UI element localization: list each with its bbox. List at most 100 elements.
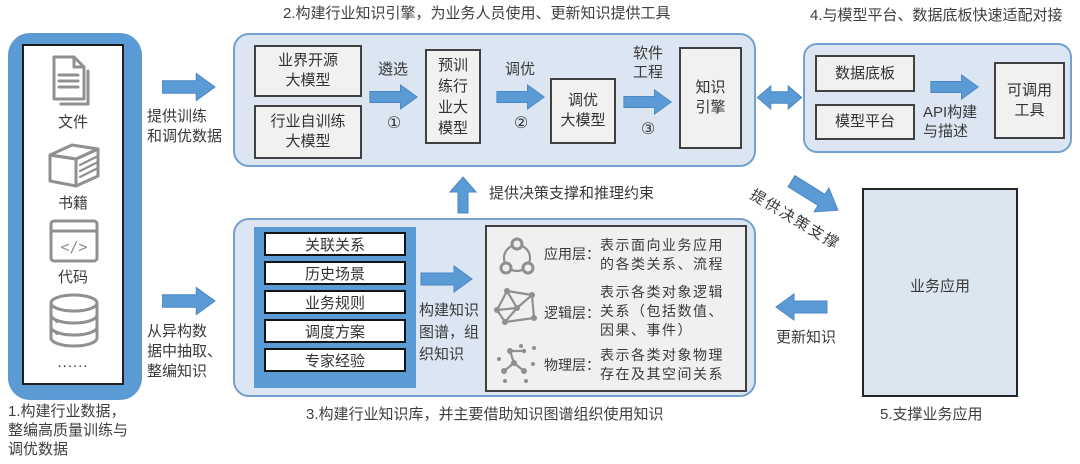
extract-label-line1: 从异构数	[147, 323, 208, 340]
decision-support-diag-arrow	[787, 175, 839, 213]
pretrain-line4: 模型	[437, 119, 468, 137]
doc-label: 文件	[57, 114, 88, 131]
software-eng-line2: 工程	[632, 64, 663, 81]
data-source-panel: 文件 书籍 </> 代码	[8, 33, 142, 400]
train-data-arrow	[162, 72, 216, 102]
code-glyph: </>	[60, 238, 87, 256]
open-model-box: 业界开源 大模型	[254, 45, 362, 97]
app-layer-name: 应用层：	[544, 246, 600, 262]
api-build-arrow	[930, 74, 980, 100]
knowledge-engine-line1: 知识	[695, 79, 726, 96]
caption-step2: 2.构建行业知识引擎，为业务人员使用、更新知识提供工具	[283, 5, 671, 22]
software-eng-line1: 软件	[632, 45, 663, 62]
api-build-line2: 与描述	[923, 123, 969, 140]
callable-tool-box: 可调用 工具	[994, 62, 1065, 139]
train-data-label-line2: 和调优数据	[147, 128, 223, 145]
train-data-label: 提供训练 和调优数据	[147, 107, 222, 147]
self-model-line2: 大模型	[285, 133, 331, 150]
api-build-line1: API构建	[923, 104, 978, 121]
logic-layer-desc-line1: 表示各类对象逻辑	[600, 284, 724, 300]
model-platform-box: 模型平台	[815, 104, 915, 140]
self-model-box: 行业自训练 大模型	[254, 105, 362, 159]
open-model-line1: 业界开源	[277, 52, 338, 69]
caption-step1-line2: 整编高质量训练与	[8, 422, 129, 439]
caption-step4: 4.与模型平台、数据底板快速适配对接	[810, 7, 1063, 24]
software-eng-label: 软件 工程	[622, 44, 674, 82]
tuned-line2: 大模型	[560, 112, 606, 129]
business-app-box: 业务应用	[862, 188, 1018, 397]
build-graph-line1: 构建知识	[419, 302, 480, 319]
books-icon	[48, 143, 100, 188]
physical-layer-desc-line1: 表示各类对象物理	[600, 347, 724, 363]
pretrain-line2: 练行	[437, 77, 468, 95]
code-icon: </>	[49, 219, 99, 263]
kb-item-schedule: 调度方案	[264, 319, 406, 343]
document-icon	[52, 55, 90, 106]
book-label: 书籍	[57, 195, 88, 212]
tuned-line1: 调优	[567, 92, 598, 109]
update-knowledge-arrow	[775, 293, 828, 321]
extract-label-line3: 整编知识	[147, 363, 208, 380]
open-model-line2: 大模型	[285, 72, 331, 89]
knowledge-engine-line2: 引擎	[695, 99, 726, 116]
build-graph-line2: 图谱，组	[419, 324, 480, 341]
platform-adapt-box: 数据底板 模型平台 API构建 与描述 可调用 工具	[803, 43, 1072, 153]
pretrain-model-box: 预训 练行 业大 模型	[425, 49, 481, 144]
callable-tool-line2: 工具	[1014, 101, 1045, 119]
app-layer-icon	[499, 237, 535, 275]
kb-item-expert: 专家经验	[264, 348, 406, 372]
caption-step1-line1: 1.构建行业数据，	[8, 403, 126, 420]
extract-arrow	[162, 286, 216, 316]
pretrain-line1: 预训	[437, 56, 468, 74]
build-graph-line3: 织知识	[419, 346, 465, 363]
tune-arrow	[496, 84, 546, 110]
caption-step1: 1.构建行业数据， 整编高质量训练与 调优数据	[8, 402, 128, 459]
caption-step1-line3: 调优数据	[8, 441, 69, 458]
extract-label: 从异构数 据中抽取、 整编知识	[147, 322, 222, 382]
logic-layer-desc-line2: 关系（包括数值、	[600, 303, 724, 319]
caption-step5: 5.支撑业务应用	[880, 406, 983, 423]
logic-layer-desc-line3: 因果、事件）	[600, 322, 693, 338]
train-data-label-line1: 提供训练	[147, 108, 208, 125]
bidirectional-arrow	[756, 84, 803, 111]
step-circle-3: ③	[640, 121, 656, 138]
database-icon	[49, 293, 99, 348]
software-eng-arrow	[623, 89, 673, 115]
physical-layer-desc-line2: 存在及其空间关系	[600, 366, 724, 382]
caption-step3: 3.构建行业知识库，并主要借助知识图谱组织使用知识	[306, 406, 664, 423]
logic-layer-name: 逻辑层：	[544, 305, 600, 321]
physical-layer-icon	[497, 344, 536, 383]
knowledge-base-box: 关联关系 历史场景 业务规则 调度方案 专家经验 构建知识 图谱，组 织知识 应…	[233, 218, 756, 397]
kb-item-rules: 业务规则	[264, 290, 406, 314]
kb-item-history: 历史场景	[264, 261, 406, 285]
physical-layer-name: 物理层：	[544, 357, 600, 373]
api-build-label: API构建 与描述	[923, 103, 977, 141]
physical-layer-desc: 表示各类对象物理 存在及其空间关系	[600, 346, 750, 384]
data-base-box: 数据底板	[815, 55, 915, 92]
step-circle-1: ①	[386, 115, 402, 132]
callable-tool-line1: 可调用	[1006, 81, 1052, 99]
extract-label-line2: 据中抽取、	[147, 343, 223, 360]
decision-support-up-label: 提供决策支撑和推理约束	[489, 185, 655, 202]
tuned-model-box: 调优 大模型	[550, 78, 616, 144]
kb-item-relation: 关联关系	[264, 232, 406, 256]
step-circle-2: ②	[513, 115, 529, 132]
build-graph-arrow	[420, 265, 473, 293]
self-model-line1: 行业自训练	[270, 113, 346, 130]
ellipsis-label: ......	[57, 354, 89, 371]
tune-label: 调优	[504, 61, 535, 78]
knowledge-engine-box: 知识 引擎	[679, 47, 742, 149]
app-layer-desc-line1: 表示面向业务应用	[600, 237, 724, 253]
knowledge-items-panel: 关联关系 历史场景 业务规则 调度方案 专家经验	[254, 227, 416, 388]
logic-layer-icon	[494, 288, 537, 325]
graph-layers-box: 应用层： 表示面向业务应用 的各类关系、流程 逻辑层： 表示各类对象逻辑 关系（…	[485, 225, 747, 392]
data-source-inner: 文件 书籍 </> 代码	[22, 44, 124, 385]
engine-pipeline-box: 业界开源 大模型 行业自训练 大模型 遴选 ① 预训 练行 业大 模型 调优 ②…	[233, 33, 756, 167]
select-label: 遴选	[377, 61, 408, 78]
app-layer-desc-line2: 的各类关系、流程	[600, 256, 724, 272]
update-knowledge-label: 更新知识	[776, 329, 837, 346]
build-graph-label: 构建知识 图谱，组 织知识	[419, 300, 479, 366]
app-layer-desc: 表示面向业务应用 的各类关系、流程	[600, 236, 750, 274]
business-app-label: 业务应用	[909, 278, 970, 295]
